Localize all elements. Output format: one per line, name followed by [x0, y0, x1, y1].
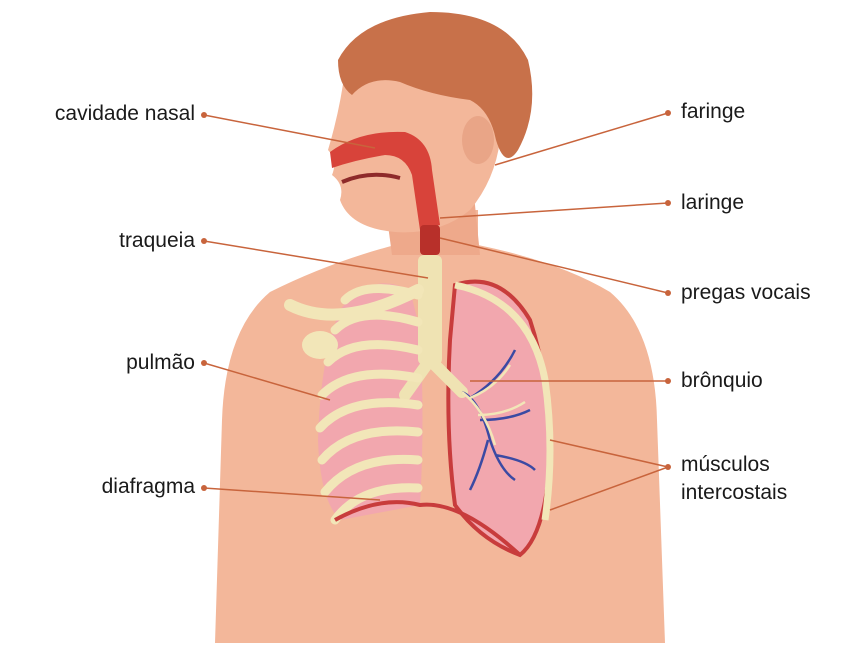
label-bronquio: brônquio: [681, 368, 763, 394]
label-traqueia: traqueia: [0, 228, 195, 254]
label-pregas-vocais: pregas vocais: [681, 280, 811, 306]
label-pulmao: pulmão: [0, 350, 195, 376]
label-faringe: faringe: [681, 99, 745, 125]
ear: [462, 116, 494, 164]
label-laringe: laringe: [681, 190, 744, 216]
label-musculos-line2: intercostais: [681, 480, 787, 506]
shoulder-joint: [302, 331, 338, 359]
label-musculos-line1: músculos: [681, 452, 770, 478]
label-cavidade-nasal: cavidade nasal: [0, 101, 195, 127]
larynx: [420, 225, 440, 255]
label-diafragma: diafragma: [0, 474, 195, 500]
